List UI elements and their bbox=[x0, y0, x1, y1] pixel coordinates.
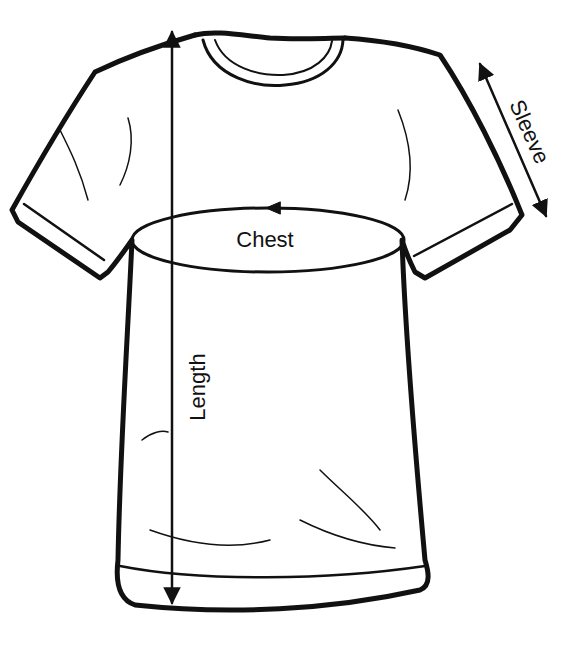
sleeve-label: Sleeve bbox=[504, 96, 553, 167]
wrinkle bbox=[398, 110, 410, 200]
wrinkle bbox=[120, 118, 131, 185]
length-label: Length bbox=[186, 353, 210, 420]
wrinkle bbox=[300, 520, 395, 548]
collar bbox=[195, 33, 345, 39]
neckline bbox=[203, 40, 343, 85]
body-hem bbox=[120, 566, 425, 577]
chest-arrowhead bbox=[266, 202, 280, 214]
length-measure bbox=[171, 32, 174, 603]
wrinkle bbox=[150, 530, 270, 545]
collar-band bbox=[215, 40, 332, 75]
wrinkle bbox=[320, 470, 380, 530]
shirt-outline bbox=[12, 35, 522, 610]
wrinkle bbox=[142, 431, 168, 440]
wrinkle bbox=[60, 130, 88, 200]
chest-label: Chest bbox=[236, 228, 293, 252]
sleeve-hem bbox=[414, 204, 512, 256]
sleeve-hem bbox=[24, 204, 104, 260]
